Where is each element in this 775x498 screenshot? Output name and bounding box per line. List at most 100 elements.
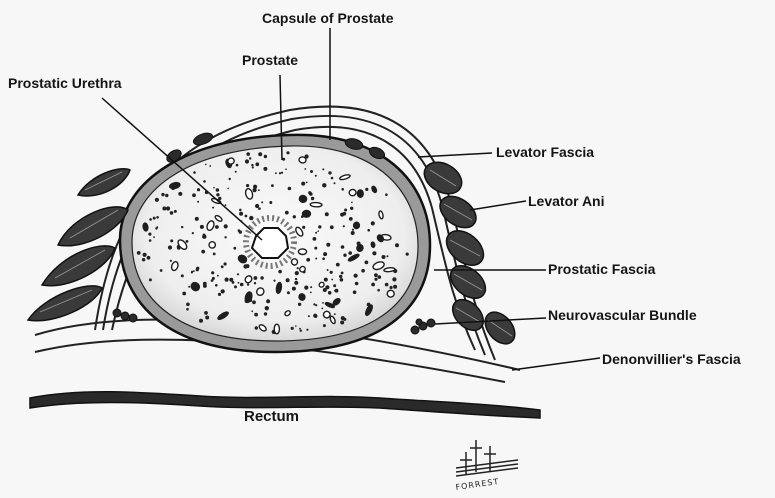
stipple-dot <box>240 283 244 287</box>
stipple-dot <box>264 312 267 315</box>
stipple-dot <box>382 255 386 259</box>
stipple-dot <box>215 284 218 287</box>
stipple-dot <box>304 286 308 290</box>
stipple-dot <box>137 251 141 255</box>
stipple-dot <box>306 258 310 262</box>
stipple-dot <box>323 324 326 327</box>
stipple-dot <box>313 237 317 241</box>
stipple-dot <box>203 234 206 237</box>
stipple-dot <box>331 279 333 281</box>
gland-acinus <box>357 190 363 198</box>
stipple-dot <box>385 193 388 196</box>
stipple-dot <box>174 210 177 213</box>
stipple-dot <box>192 232 194 234</box>
stipple-dot <box>333 284 336 287</box>
stipple-dot <box>255 162 259 166</box>
stipple-dot <box>297 267 299 269</box>
stipple-dot <box>199 319 203 323</box>
stipple-dot <box>165 194 168 197</box>
stipple-dot <box>314 315 317 318</box>
stipple-dot <box>186 240 189 243</box>
stipple-dot <box>406 253 409 256</box>
stipple-dot <box>340 213 344 217</box>
stipple-dot <box>348 251 352 255</box>
stipple-dot <box>317 230 319 232</box>
stipple-dot <box>301 182 305 186</box>
stipple-dot <box>201 250 205 254</box>
stipple-dot <box>181 274 184 277</box>
stipple-dot <box>390 286 393 289</box>
stipple-dot <box>205 316 209 320</box>
stipple-dot <box>254 282 256 284</box>
stipple-dot <box>286 278 290 282</box>
stipple-dot <box>245 159 249 163</box>
stipple-dot <box>308 191 311 194</box>
stipple-dot <box>224 262 227 265</box>
stipple-dot <box>254 313 258 317</box>
stipple-dot <box>269 201 272 204</box>
stipple-dot <box>263 167 267 171</box>
stipple-dot <box>353 290 357 294</box>
stipple-dot <box>221 289 225 293</box>
stipple-dot <box>188 286 190 288</box>
stipple-dot <box>286 151 289 154</box>
stipple-dot <box>287 291 290 294</box>
stipple-dot <box>378 275 382 279</box>
stipple-dot <box>265 306 269 310</box>
stipple-dot <box>322 302 324 304</box>
stipple-dot <box>170 260 172 262</box>
stipple-dot <box>197 188 200 191</box>
stipple-dot <box>336 263 340 267</box>
stipple-dot <box>367 229 370 232</box>
stipple-dot <box>295 278 297 280</box>
gland-acinus <box>371 242 375 248</box>
stipple-dot <box>310 292 312 294</box>
stipple-dot <box>155 198 159 202</box>
stipple-dot <box>233 247 236 250</box>
stipple-dot <box>395 243 399 247</box>
stipple-dot <box>260 276 263 279</box>
stipple-dot <box>209 165 211 167</box>
gland-acinus <box>143 223 149 232</box>
stipple-dot <box>170 239 173 242</box>
stipple-dot <box>365 261 369 265</box>
stipple-dot <box>339 275 342 278</box>
stipple-dot <box>331 177 334 180</box>
stipple-dot <box>351 202 353 204</box>
stipple-dot <box>324 278 328 282</box>
stipple-dot <box>354 274 358 278</box>
stipple-dot <box>205 164 207 166</box>
stipple-dot <box>237 273 239 275</box>
stipple-dot <box>279 172 281 174</box>
stipple-dot <box>306 182 308 184</box>
stipple-dot <box>239 230 242 233</box>
stipple-dot <box>365 188 368 191</box>
stipple-dot <box>304 168 306 170</box>
stipple-dot <box>300 330 302 332</box>
stipple-dot <box>340 321 344 325</box>
stipple-dot <box>330 271 333 274</box>
stipple-dot <box>315 175 317 177</box>
stipple-dot <box>371 283 375 287</box>
stipple-dot <box>217 275 219 277</box>
stipple-dot <box>149 218 152 221</box>
stipple-dot <box>291 327 294 330</box>
stipple-dot <box>224 224 228 228</box>
stipple-dot <box>266 299 270 303</box>
stipple-dot <box>392 277 396 281</box>
stipple-dot <box>166 206 170 210</box>
stipple-dot <box>238 282 240 284</box>
stipple-dot <box>315 258 317 260</box>
stipple-dot <box>192 193 196 197</box>
gland-acinus <box>349 189 357 196</box>
stipple-dot <box>343 225 345 227</box>
stipple-dot <box>147 256 151 260</box>
stipple-dot <box>275 172 277 174</box>
stipple-dot <box>212 277 215 280</box>
signature-text: FORREST <box>455 477 500 492</box>
label-neurovascular-bundle: Neurovascular Bundle <box>548 307 697 323</box>
stipple-dot <box>298 303 301 306</box>
stipple-dot <box>295 271 299 275</box>
stipple-dot <box>178 192 182 196</box>
stipple-dot <box>350 207 353 210</box>
